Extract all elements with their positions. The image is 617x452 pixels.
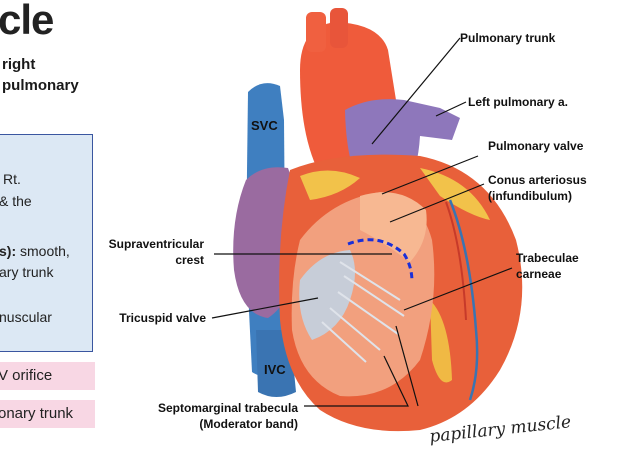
label-infundibulum: (infundibulum): [488, 189, 572, 203]
coronary-vessel: [445, 201, 467, 321]
epicardial-fat: [300, 170, 360, 200]
intro-text: right pulmonary: [2, 54, 79, 96]
intro-line: pulmonary: [2, 77, 79, 94]
info-line: s): smooth,: [0, 243, 70, 259]
label-septomarginal-trabecula: Septomarginal trabecula: [158, 401, 298, 415]
leader-line: [389, 183, 485, 223]
label-pulmonary-trunk: Pulmonary trunk: [460, 31, 556, 45]
label-conus-arteriosus: Conus arteriosus: [488, 173, 587, 187]
aortic-branch: [306, 12, 326, 52]
chordae-tendineae: [321, 261, 405, 363]
pink-callout: V orifice: [0, 362, 95, 390]
info-line: ary trunk: [0, 264, 54, 280]
info-line-text: smooth,: [16, 243, 70, 259]
label-moderator-band: (Moderator band): [199, 417, 298, 431]
pink-callout: onary trunk: [0, 400, 95, 428]
info-line-bold: s):: [0, 243, 17, 259]
aortic-branch: [330, 8, 348, 48]
leader-line: [435, 101, 467, 117]
leader-line: [395, 325, 419, 407]
label-tricuspid-valve: Tricuspid valve: [119, 311, 206, 325]
label-pulmonary-valve: Pulmonary valve: [488, 139, 584, 153]
epicardial-fat: [420, 168, 490, 220]
label-crest: crest: [175, 253, 204, 267]
info-line: nuscular: [0, 309, 52, 325]
leader-line: [304, 355, 409, 407]
label-carneae: carneae: [516, 267, 562, 281]
leader-line: [381, 155, 479, 195]
supraventricular-crest-marker: [347, 238, 414, 283]
info-line: & the: [0, 193, 32, 209]
label-ivc: IVC: [264, 362, 286, 377]
conus-wall: [360, 192, 427, 262]
leader-line: [403, 267, 513, 311]
leader-line: [211, 297, 319, 319]
leader-line: [371, 37, 461, 145]
slide-title: cle: [0, 0, 54, 43]
label-trabeculae: Trabeculae: [516, 251, 579, 265]
label-left-pulmonary-artery: Left pulmonary a.: [468, 95, 568, 109]
epicardial-fat: [430, 300, 452, 383]
info-line: Rt.: [3, 171, 21, 187]
intro-line: right: [2, 56, 36, 73]
coronary-vessel: [448, 199, 479, 401]
label-svc: SVC: [251, 118, 278, 133]
label-supraventricular: Supraventricular: [109, 237, 205, 251]
info-box: Rt. & the s): smooth, ary trunk nuscular: [0, 134, 93, 352]
